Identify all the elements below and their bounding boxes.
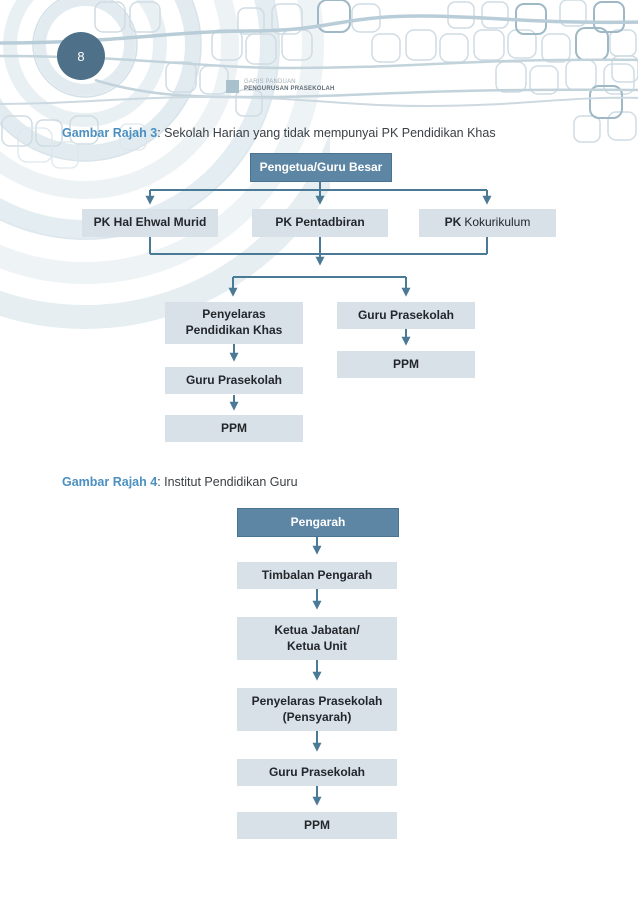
figure3-title-rest: : Sekolah Harian yang tidak mempunyai PK…: [157, 126, 496, 140]
node-label: PPM: [392, 356, 419, 371]
node-pk-pentadbiran: PK Pentadbiran: [252, 209, 388, 237]
figure4-title: Gambar Rajah 4: Institut Pendidikan Guru: [62, 475, 298, 489]
dark-square-accents: [317, 0, 625, 119]
node-label: PK Pentadbiran: [275, 215, 365, 230]
node-label: Guru Prasekolah: [185, 372, 283, 387]
node-pk-hal-ehwal-murid: PK Hal Ehwal Murid: [82, 209, 218, 237]
figure4-title-label: Gambar Rajah 4: [62, 475, 158, 489]
node-guru-prasekolah-left: Guru Prasekolah: [165, 367, 303, 394]
node-ppm-right: PPM: [337, 351, 475, 378]
figure3-title: Gambar Rajah 3: Sekolah Harian yang tida…: [62, 126, 496, 140]
node-label: Ketua Jabatan/ Ketua Unit: [274, 622, 360, 653]
logo-square-icon: [226, 80, 239, 93]
node-label-prefix: PK: [444, 215, 462, 230]
node-label: Guru Prasekolah: [357, 307, 455, 322]
node-pengarah: Pengarah: [237, 508, 399, 537]
node-label: Kokurikulum: [464, 215, 531, 230]
figure3-title-label: Gambar Rajah 3: [62, 126, 158, 140]
node-label: PK Hal Ehwal Murid: [93, 215, 207, 230]
node-label: PPM: [220, 420, 247, 435]
logo-line2: PENGURUSAN PRASEKOLAH: [244, 86, 335, 92]
node-label: Pengarah: [290, 514, 346, 529]
node-timbalan-pengarah: Timbalan Pengarah: [237, 562, 397, 589]
page-number: 8: [77, 48, 85, 64]
figure4-title-rest: : Institut Pendidikan Guru: [157, 475, 298, 489]
page-number-badge: 8: [57, 32, 105, 80]
node-penyelaras-prasekolah: Penyelaras Prasekolah (Pensyarah): [237, 688, 397, 731]
node-label: PPM: [303, 817, 330, 832]
node-pengetua-guru-besar: Pengetua/Guru Besar: [250, 153, 392, 182]
node-ppm-left: PPM: [165, 415, 303, 442]
logo-line1: GARIS PANDUAN: [244, 79, 296, 85]
document-logo: GARIS PANDUAN PENGURUSAN PRASEKOLAH: [226, 79, 335, 93]
node-guru-prasekolah-ipg: Guru Prasekolah: [237, 759, 397, 786]
node-label: Timbalan Pengarah: [261, 567, 373, 582]
node-label: Penyelaras Pendidikan Khas: [185, 307, 283, 337]
node-ppm-ipg: PPM: [237, 812, 397, 839]
node-ketua-jabatan-unit: Ketua Jabatan/ Ketua Unit: [237, 617, 397, 660]
node-guru-prasekolah-right: Guru Prasekolah: [337, 302, 475, 329]
node-label: Guru Prasekolah: [268, 764, 366, 779]
node-label: Penyelaras Prasekolah (Pensyarah): [251, 693, 383, 724]
node-penyelaras-pendidikan-khas: Penyelaras Pendidikan Khas: [165, 302, 303, 344]
node-label: Pengetua/Guru Besar: [259, 159, 383, 174]
